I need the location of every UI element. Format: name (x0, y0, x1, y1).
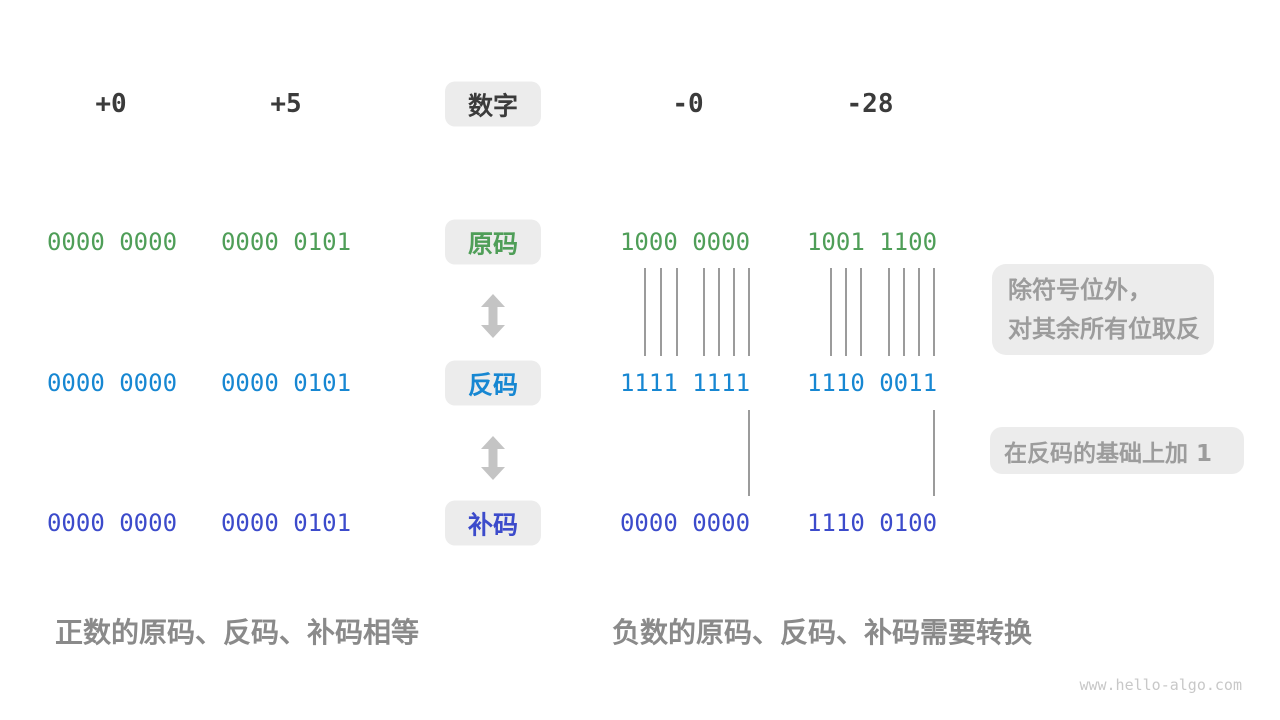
sign-magnitude-minus0: 1000 0000 (619, 228, 751, 256)
tick-line (933, 410, 935, 496)
tick-line (918, 268, 920, 356)
twos-complement-plus0: 0000 0000 (46, 509, 178, 537)
tick-line (660, 268, 662, 356)
twos-complement-minus28: 1110 0100 (806, 509, 938, 537)
ones-complement-plus0: 0000 0000 (46, 369, 178, 397)
ones-complement-label-box: 反码 (445, 360, 541, 406)
header-number-plus5: +5 (270, 89, 302, 119)
tick-line (676, 268, 678, 356)
header-number-minus0: -0 (672, 89, 704, 119)
tick-line (845, 268, 847, 356)
tick-line (733, 268, 735, 356)
twos-complement-label: 补码 (467, 510, 518, 539)
invert-bits-note-line2: 对其余所有位取反 (1008, 315, 1200, 343)
up-down-arrow-icon (480, 436, 506, 480)
tick-line (830, 268, 832, 356)
tick-line (933, 268, 935, 356)
tick-line (718, 268, 720, 356)
ones-complement-label: 反码 (467, 370, 518, 399)
site-watermark: www.hello-algo.com (1079, 676, 1242, 694)
tick-line (888, 268, 890, 356)
number-label-box: 数字 (445, 81, 541, 127)
sign-magnitude-plus5: 0000 0101 (220, 228, 352, 256)
add-one-note-text: 在反码的基础上加 1 (1004, 440, 1213, 467)
twos-complement-label-box: 补码 (445, 500, 541, 546)
tick-line (644, 268, 646, 356)
number-label: 数字 (467, 91, 518, 120)
positive-numbers-caption: 正数的原码、反码、补码相等 (55, 616, 420, 649)
header-number-plus0: +0 (95, 89, 127, 119)
tick-line (748, 410, 750, 496)
sign-magnitude-label: 原码 (467, 229, 518, 258)
sign-magnitude-label-box: 原码 (445, 219, 541, 265)
sign-magnitude-plus0: 0000 0000 (46, 228, 178, 256)
tick-line (860, 268, 862, 356)
negative-numbers-caption: 负数的原码、反码、补码需要转换 (612, 616, 1033, 649)
sign-magnitude-minus28: 1001 1100 (806, 228, 938, 256)
header-number-minus28: -28 (846, 89, 894, 119)
ones-complement-minus0: 1111 1111 (619, 369, 751, 397)
ones-complement-plus5: 0000 0101 (220, 369, 352, 397)
tick-line (748, 268, 750, 356)
ones-complement-minus28: 1110 0011 (806, 369, 938, 397)
twos-complement-plus5: 0000 0101 (220, 509, 352, 537)
invert-bits-note-line1: 除符号位外， (1008, 276, 1152, 304)
invert-bits-note: 除符号位外， 对其余所有位取反 (992, 264, 1214, 355)
add-one-note: 在反码的基础上加 1 (990, 427, 1244, 474)
tick-line (903, 268, 905, 356)
twos-complement-minus0: 0000 0000 (619, 509, 751, 537)
up-down-arrow-icon (480, 294, 506, 338)
tick-line (703, 268, 705, 356)
